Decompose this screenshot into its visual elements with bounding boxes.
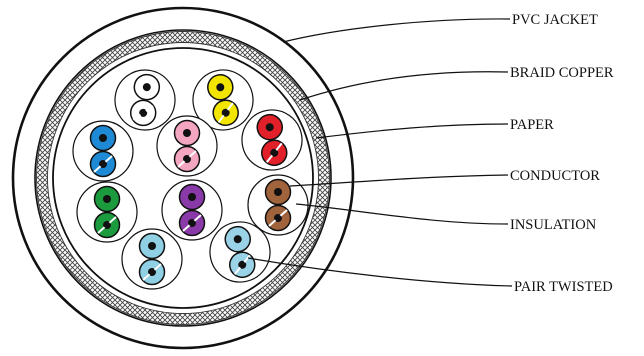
leader-line-pvc-jacket (283, 19, 510, 42)
label-paper: PAPER (510, 117, 554, 133)
twisted-pair-brown (248, 175, 308, 235)
twisted-pair-light-blue-1 (122, 229, 182, 289)
conductor-core (183, 129, 191, 137)
label-braid-copper: BRAID COPPER (510, 65, 614, 81)
conductor-core (188, 193, 196, 201)
twisted-pair-pink (157, 116, 217, 176)
conductor-core (189, 220, 196, 227)
conductor-core (274, 188, 282, 196)
conductor-core (104, 222, 111, 229)
label-conductor: CONDUCTOR (510, 168, 600, 184)
label-insulation: INSULATION (510, 217, 597, 233)
twisted-pair-blue (73, 121, 133, 181)
conductor-core (184, 156, 191, 163)
conductor-core (103, 195, 111, 203)
conductor-core (149, 269, 156, 276)
twisted-pair-green (77, 182, 137, 242)
conductor-core (100, 161, 107, 168)
twisted-pair-purple (162, 180, 222, 240)
label-pair-twisted: PAIR TWISTED (514, 279, 613, 295)
conductor-core (275, 215, 282, 222)
conductor-core (99, 134, 107, 142)
label-pvc-jacket: PVC JACKET (512, 12, 598, 28)
conductor-core (148, 242, 156, 250)
